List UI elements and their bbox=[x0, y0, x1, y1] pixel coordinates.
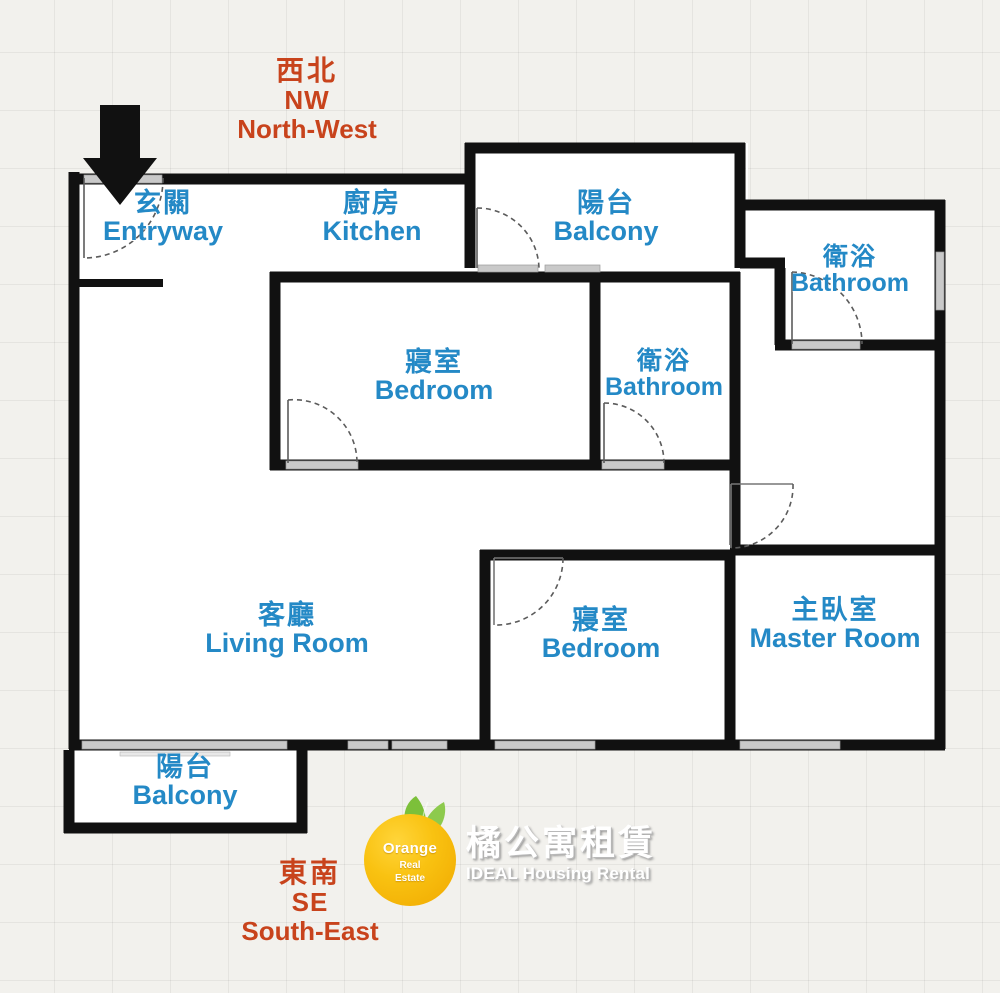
door-sill-bathroom-mid bbox=[601, 460, 665, 470]
entry-arrow-icon bbox=[83, 105, 157, 205]
wall-gap bbox=[746, 143, 748, 201]
apartment-floor bbox=[70, 143, 945, 745]
window-bottom-e bbox=[739, 740, 841, 750]
door-arc-entry bbox=[83, 177, 164, 259]
door-arc-balcony-top bbox=[476, 207, 540, 269]
door-arc-bathroom-mid bbox=[603, 402, 665, 464]
door-arc-bathroom-ne bbox=[791, 271, 863, 345]
room-floors bbox=[70, 143, 945, 833]
door-arc-bedroom-mid bbox=[287, 398, 358, 464]
window-balcony-top-a bbox=[477, 264, 539, 273]
window-bottom-c bbox=[391, 740, 448, 750]
door-arc-bedroom-low bbox=[493, 557, 564, 626]
compass-north-west: 西北 NW North-West bbox=[237, 55, 377, 145]
window-balcony-bottom-inner bbox=[119, 751, 231, 757]
doors bbox=[83, 177, 863, 626]
window-bottom-b bbox=[347, 740, 389, 750]
window-bottom-d bbox=[494, 740, 596, 750]
door-sill-bathroom-ne bbox=[791, 340, 861, 350]
door-sill-bedroom-mid bbox=[285, 460, 359, 470]
compass-south-east: 東南 SE South-East bbox=[241, 857, 379, 947]
brand-logo: Orange Real Estate 橘公寓租賃 IDEAL Housing R… bbox=[360, 790, 660, 910]
door-arc-master bbox=[730, 483, 794, 549]
window-bottom-a bbox=[81, 740, 288, 750]
window-bathroom-ne bbox=[935, 251, 945, 311]
balcony-bottom-floor bbox=[70, 745, 307, 833]
brand-text: 橘公寓租賃 IDEAL Housing Rental bbox=[466, 824, 657, 883]
orange-badge-icon: Orange Real Estate bbox=[364, 814, 456, 906]
window-balcony-top-b bbox=[544, 264, 601, 273]
